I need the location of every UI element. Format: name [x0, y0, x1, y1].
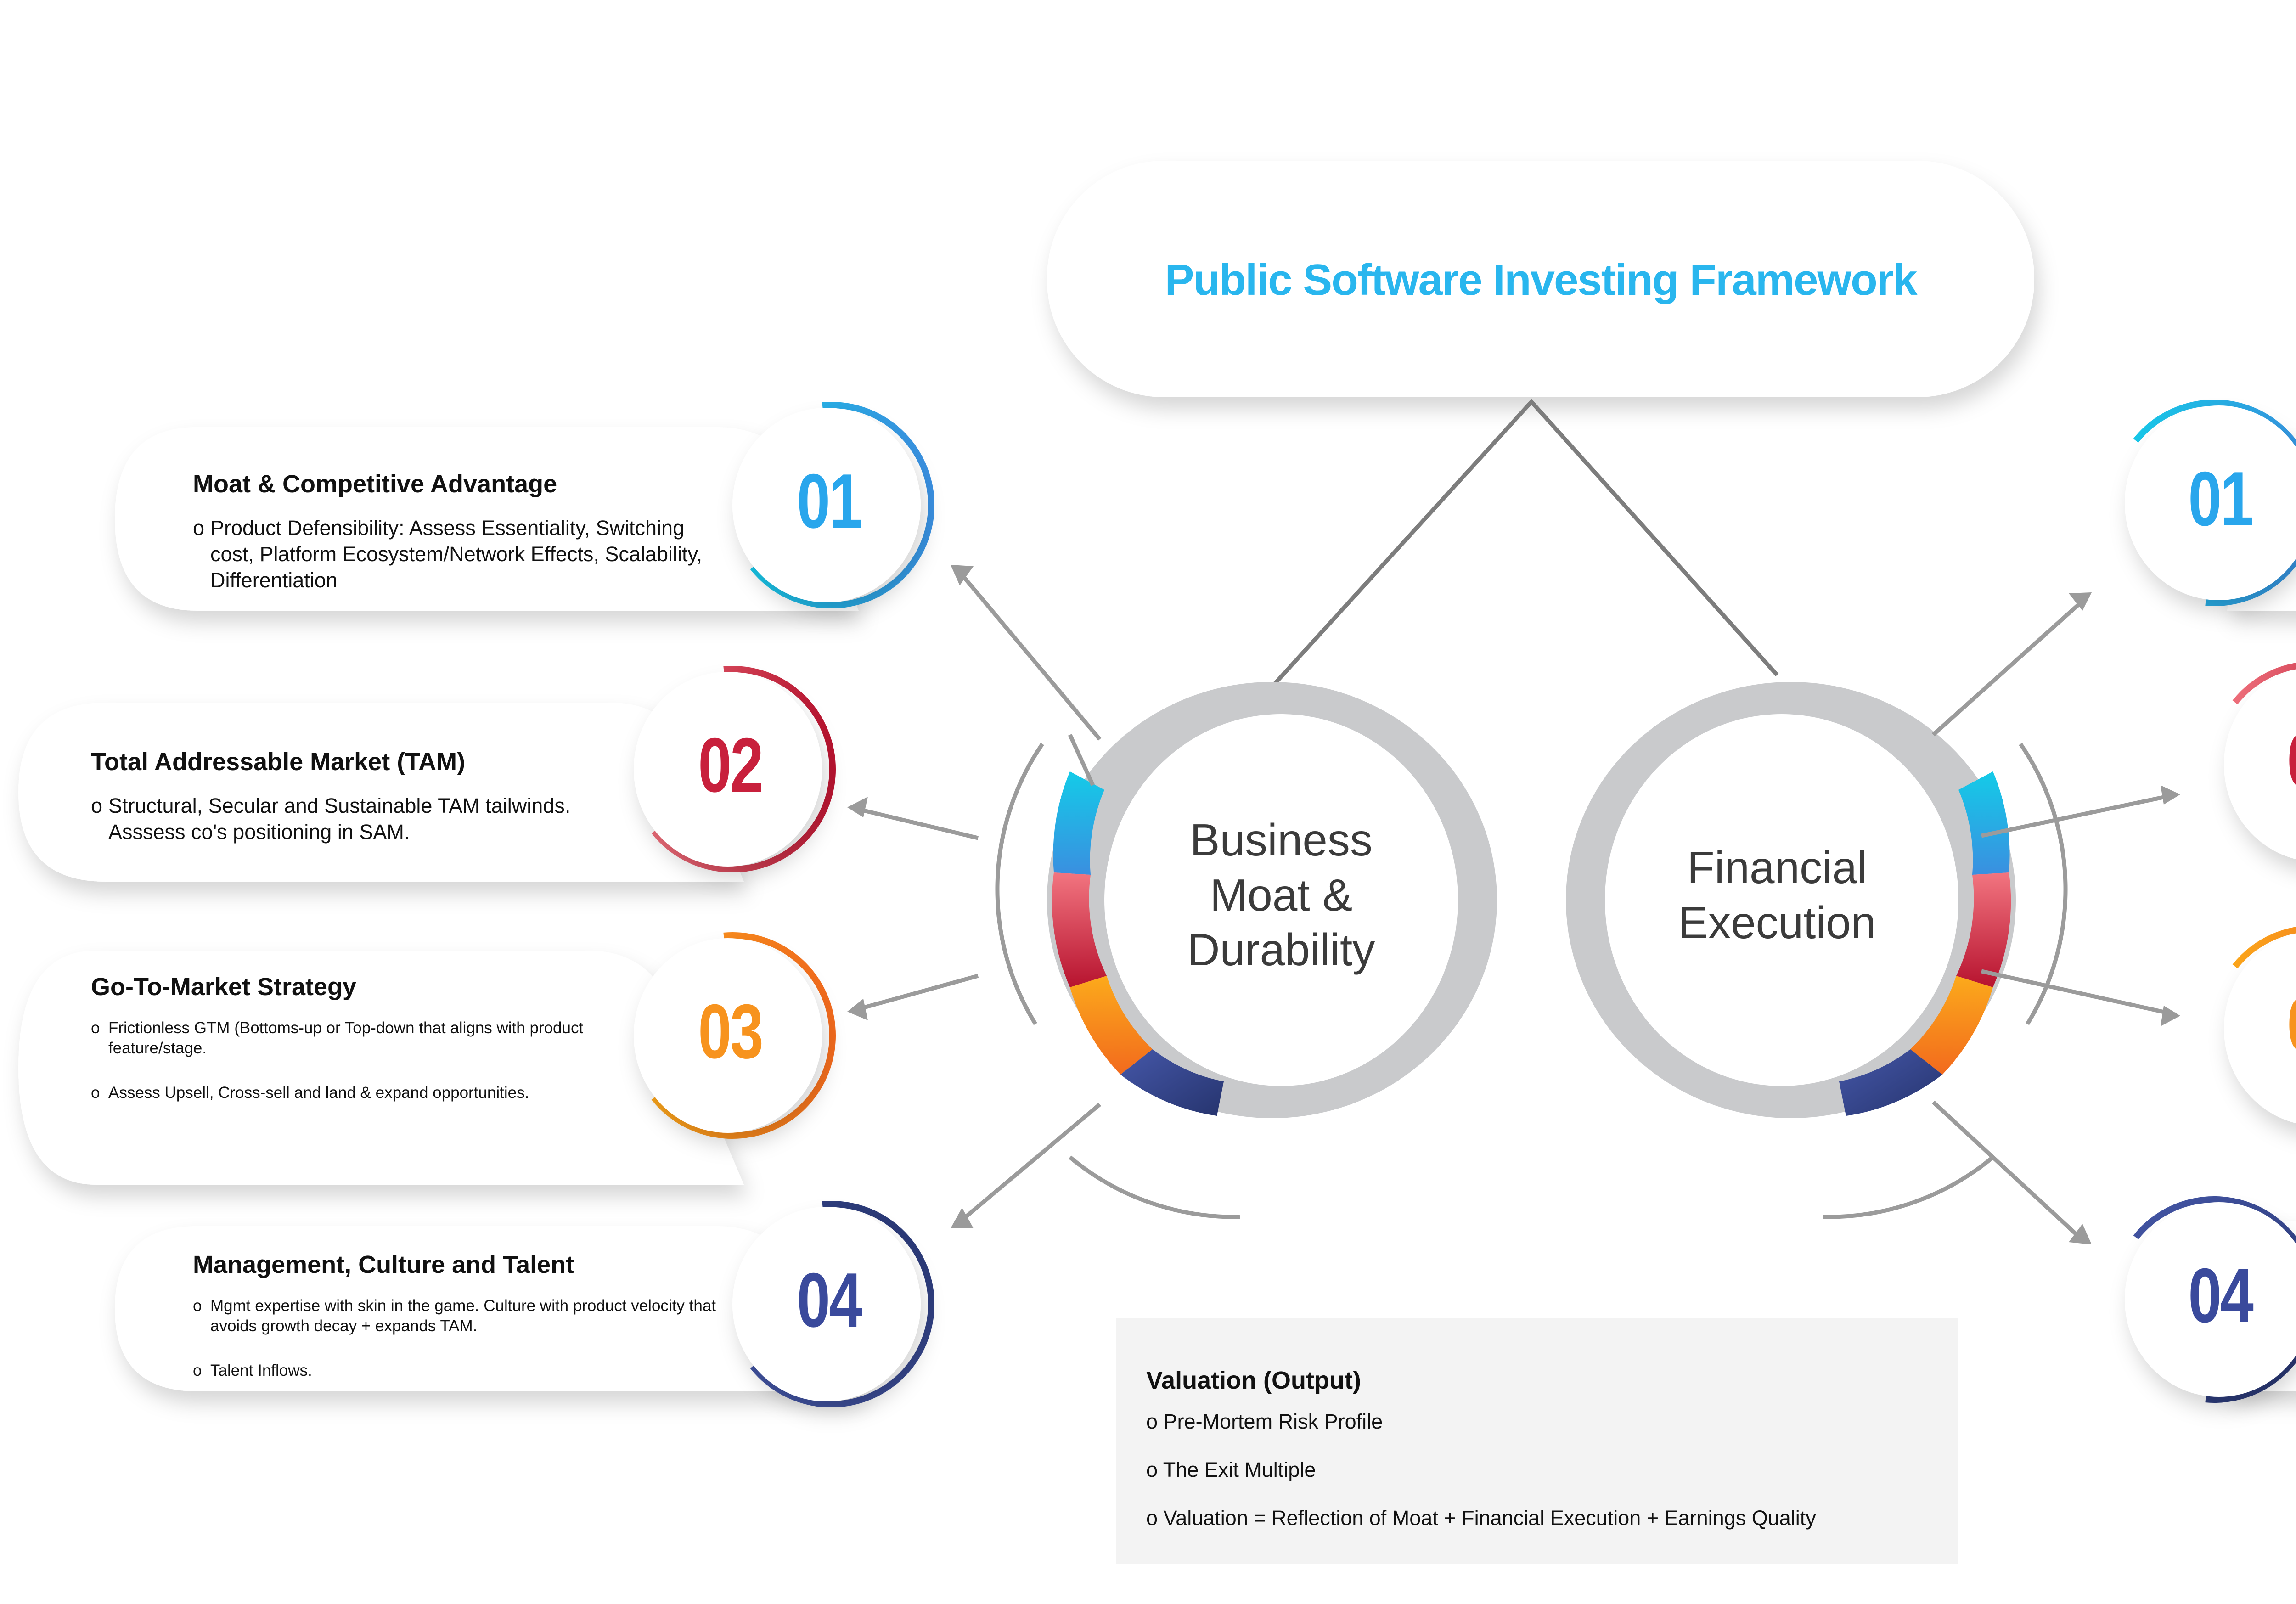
- right-number-circles: [2111, 400, 2296, 1403]
- valuation-item: o Pre-Mortem Risk Profile: [1146, 1410, 1383, 1433]
- left-connectors: [853, 568, 1102, 1226]
- hub-line: Business: [1190, 815, 1373, 865]
- valuation-item: o The Exit Multiple: [1146, 1458, 1316, 1481]
- hub-line: Financial: [1687, 842, 1868, 893]
- title-pill: [1047, 161, 2034, 397]
- card-title: Go-To-Market Strategy: [91, 973, 357, 1001]
- valuation-title: Valuation (Output): [1146, 1367, 1361, 1394]
- right-step-number-03: 03: [2265, 980, 2296, 1069]
- valuation-item: o Valuation = Reflection of Moat + Finan…: [1146, 1506, 1816, 1530]
- card-title: Total Addressable Market (TAM): [91, 748, 466, 776]
- right-hub: [1566, 682, 2068, 1219]
- right-step-number-02: 02: [2265, 716, 2296, 805]
- left-step-number-01: 01: [797, 458, 862, 544]
- valuation-output-box: Valuation (Output) o Pre-Mortem Risk Pro…: [1116, 1318, 1958, 1564]
- hub-line: Execution: [1678, 897, 1876, 948]
- hub-line: Durability: [1187, 924, 1375, 975]
- right-step-number-04: 04: [2188, 1252, 2254, 1339]
- right-step-number-01: 01: [2188, 456, 2254, 542]
- left-arrowheads: [847, 565, 974, 1228]
- right-connectors: [1931, 595, 2177, 1244]
- hub-line: Moat &: [1210, 869, 1353, 920]
- card-title: Management, Culture and Talent: [193, 1251, 574, 1278]
- hub-financial-execution: Financial Execution: [1616, 840, 1938, 950]
- hub-business-moat: Business Moat & Durability: [1120, 813, 1442, 978]
- left-hub: [995, 682, 1497, 1219]
- left-number-circles: [629, 402, 934, 1407]
- left-step-number-04: 04: [797, 1257, 862, 1343]
- page-title: Public Software Investing Framework: [1165, 255, 1917, 304]
- left-step-number-03: 03: [698, 988, 764, 1075]
- title-connector: [1272, 399, 1779, 686]
- left-step-number-02: 02: [698, 722, 764, 808]
- left-card-shapes: [18, 427, 859, 1391]
- card-title: Moat & Competitive Advantage: [193, 470, 557, 498]
- right-arrowheads: [2069, 592, 2180, 1244]
